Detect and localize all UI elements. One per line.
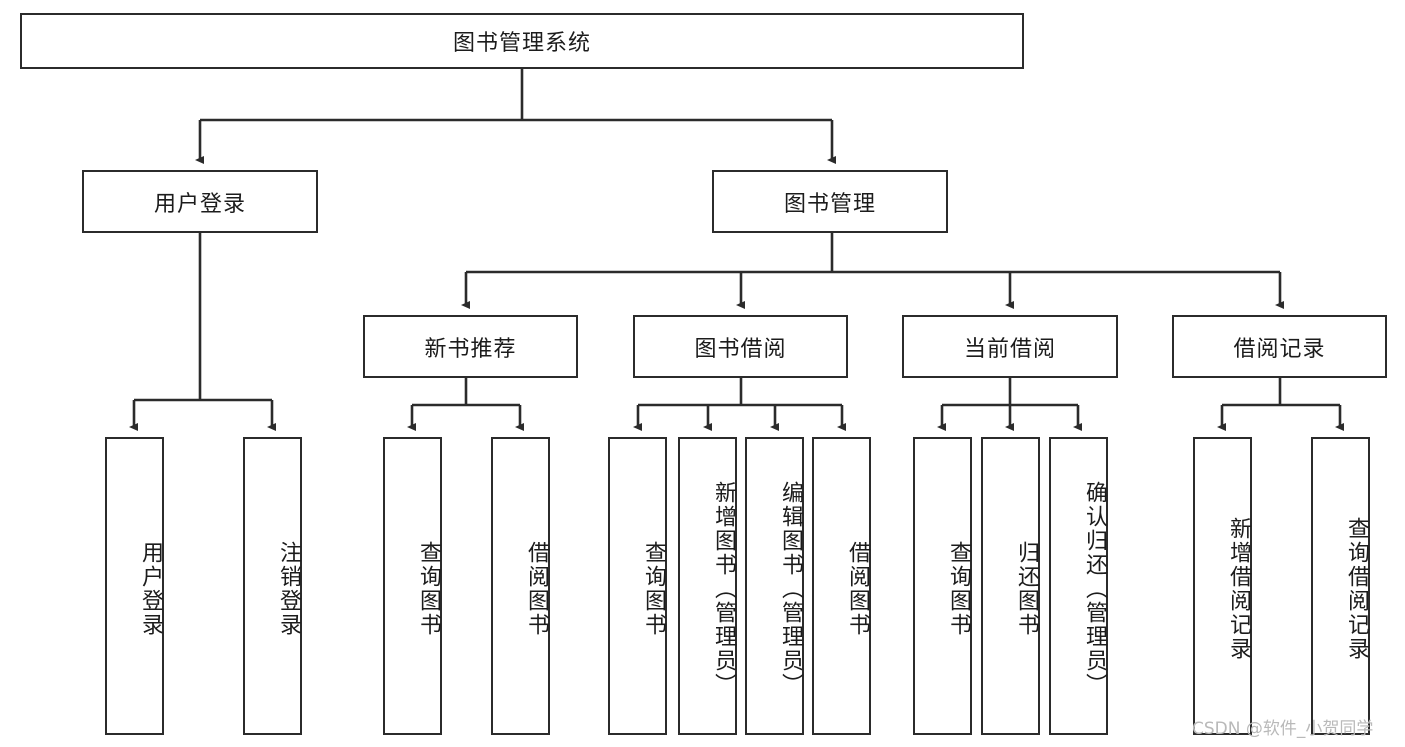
leaf-book-borrow-edit[interactable]: 编辑图书（管理员） [745,437,804,735]
node-label: 新书推荐 [424,336,517,362]
node-new-book-recommend[interactable]: 新书推荐 [363,315,578,378]
leaf-borrow-record-query[interactable]: 查询借阅记录 [1311,437,1370,735]
leaf-current-borrow-return[interactable]: 归还图书 [981,437,1040,735]
node-label: 用户登录 [138,541,163,637]
node-label: 查询借阅记录 [1344,517,1369,661]
leaf-book-borrow-query[interactable]: 查询图书 [608,437,667,735]
node-user-login[interactable]: 用户登录 [82,170,318,233]
node-label: 借阅图书 [845,541,870,637]
node-label: 查询图书 [416,541,441,637]
leaf-new-book-query[interactable]: 查询图书 [383,437,442,735]
leaf-user-login-signout[interactable]: 注销登录 [243,437,302,735]
leaf-book-borrow-add[interactable]: 新增图书（管理员） [678,437,737,735]
leaf-book-borrow-lend[interactable]: 借阅图书 [812,437,871,735]
node-label: 新增借阅记录 [1226,517,1251,661]
node-label: 用户登录 [153,191,246,217]
node-root-system[interactable]: 图书管理系统 [20,13,1024,69]
leaf-new-book-borrow[interactable]: 借阅图书 [491,437,550,735]
node-label: 当前借阅 [963,336,1056,362]
node-book-borrow[interactable]: 图书借阅 [633,315,848,378]
leaf-user-login-signin[interactable]: 用户登录 [105,437,164,735]
node-label: 归还图书 [1014,541,1039,637]
leaf-current-borrow-confirm[interactable]: 确认归还（管理员） [1049,437,1108,735]
node-label: 借阅图书 [524,541,549,637]
node-label: 新增图书（管理员） [711,481,736,697]
node-label: 注销登录 [276,541,301,637]
node-label: 图书管理 [783,191,876,217]
node-current-borrow[interactable]: 当前借阅 [902,315,1118,378]
node-borrow-record[interactable]: 借阅记录 [1172,315,1387,378]
node-label: 确认归还（管理员） [1082,481,1107,697]
node-label: 查询图书 [641,541,666,637]
node-label: 查询图书 [946,541,971,637]
node-label: 图书借阅 [694,336,787,362]
node-label: 借阅记录 [1233,336,1326,362]
node-label: 图书管理系统 [452,31,591,56]
node-book-management[interactable]: 图书管理 [712,170,948,233]
node-label: 编辑图书（管理员） [778,481,803,697]
leaf-current-borrow-query[interactable]: 查询图书 [913,437,972,735]
leaf-borrow-record-add[interactable]: 新增借阅记录 [1193,437,1252,735]
